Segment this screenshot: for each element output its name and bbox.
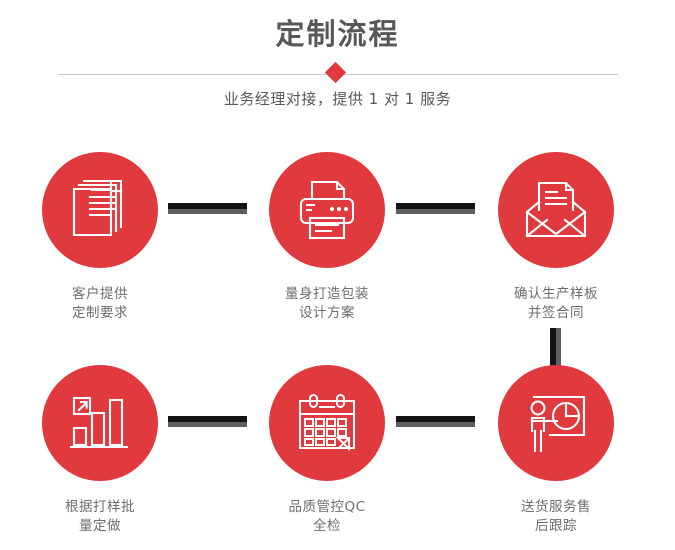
presenter-pie-chart-icon	[524, 391, 588, 455]
connector-bar-grey	[556, 328, 561, 367]
flow-step-5-label: 品质管控QC 全检	[288, 499, 366, 534]
connector-bar-grey	[168, 422, 247, 427]
flow-step-6-circle[interactable]	[498, 365, 614, 481]
connector-bar-dark	[396, 416, 475, 422]
title-divider	[0, 61, 675, 87]
flow-step-2-circle[interactable]	[269, 152, 385, 268]
connector-bar-grey	[396, 422, 475, 427]
flow-step-3[interactable]: 确认生产样板 并签合同	[466, 135, 646, 323]
connector-step5-step6	[396, 416, 475, 427]
flow-row-bottom: 根据打样批 量定做	[0, 348, 675, 548]
flow-step-1-label: 客户提供 定制要求	[72, 286, 128, 321]
flow-step-1[interactable]: 客户提供 定制要求	[10, 135, 190, 323]
flow-row-top: 客户提供 定制要求	[0, 135, 675, 335]
bar-chart-growth-icon	[69, 392, 131, 454]
flow-step-4[interactable]: 根据打样批 量定做	[10, 348, 190, 536]
envelope-document-icon	[523, 177, 589, 243]
connector-step3-step6	[550, 328, 561, 367]
connector-bar-dark	[550, 328, 556, 367]
flow-step-4-label: 根据打样批 量定做	[65, 499, 135, 534]
flow-step-3-circle[interactable]	[498, 152, 614, 268]
connector-bar-dark	[396, 203, 475, 209]
flow-step-6[interactable]: 送货服务售 后跟踪	[466, 348, 646, 536]
flow-step-5[interactable]: 品质管控QC 全检	[237, 348, 417, 536]
diamond-icon	[324, 61, 346, 84]
flow-step-4-circle[interactable]	[42, 365, 158, 481]
connector-bar-dark	[168, 203, 247, 209]
connector-step2-step3	[396, 203, 475, 214]
page-header: 定制流程 业务经理对接，提供 1 对 1 服务	[0, 0, 675, 135]
connector-bar-grey	[396, 209, 475, 214]
flow-step-1-circle[interactable]	[42, 152, 158, 268]
connector-step1-step2	[168, 203, 247, 214]
process-flow: 客户提供 定制要求	[0, 135, 675, 550]
flow-step-2[interactable]: 量身打造包装 设计方案	[237, 135, 417, 323]
flow-step-6-label: 送货服务售 后跟踪	[521, 499, 591, 534]
connector-step4-step5	[168, 416, 247, 427]
page-subtitle: 业务经理对接，提供 1 对 1 服务	[223, 90, 452, 108]
page-title: 定制流程	[275, 17, 400, 51]
connector-bar-dark	[168, 416, 247, 422]
flow-step-3-label: 确认生产样板 并签合同	[514, 286, 598, 321]
calendar-icon	[296, 392, 358, 454]
connector-bar-grey	[168, 209, 247, 214]
flow-step-2-label: 量身打造包装 设计方案	[285, 286, 369, 321]
documents-stack-icon	[67, 177, 133, 243]
printer-icon	[294, 177, 360, 243]
flow-step-5-circle[interactable]	[269, 365, 385, 481]
